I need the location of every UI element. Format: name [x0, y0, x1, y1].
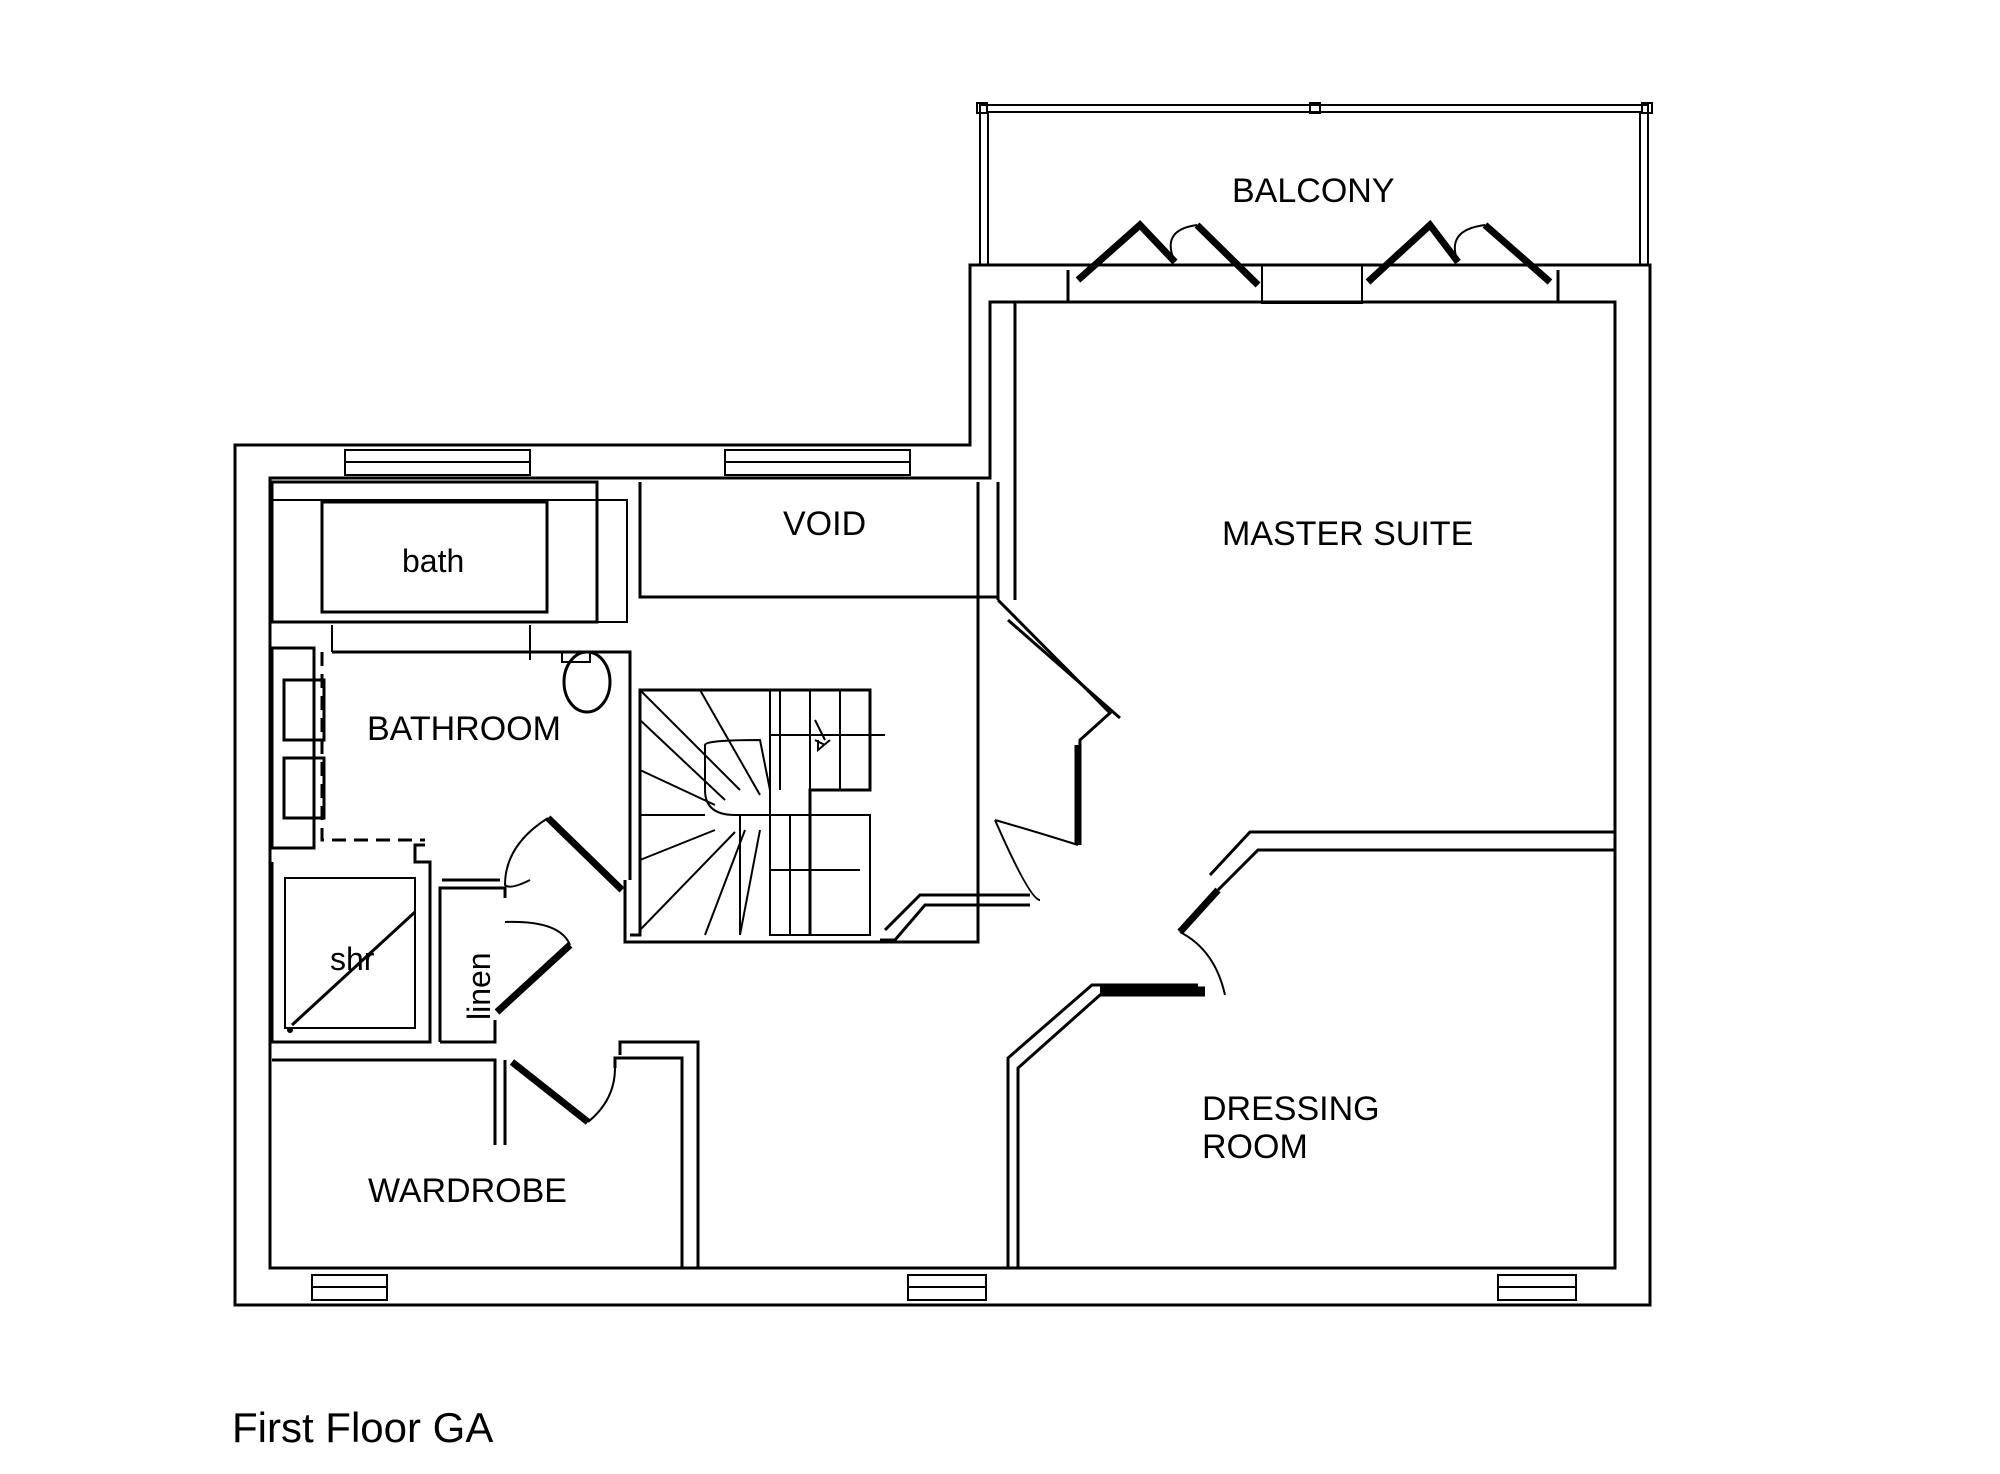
- wardrobe: [272, 1040, 700, 1270]
- window-bottom-wardrobe: [311, 1274, 388, 1301]
- bifold-door-left[interactable]: [1075, 220, 1261, 288]
- vanity: [270, 646, 326, 850]
- balcony-label: BALCONY: [1232, 172, 1395, 210]
- master-suite-label: MASTER SUITE: [1222, 515, 1473, 553]
- bathroom-walls: [331, 482, 980, 944]
- drawing-caption: First Floor GA: [232, 1404, 493, 1451]
- wardrobe-door[interactable]: [509, 1059, 616, 1125]
- master-suite-door[interactable]: [1177, 887, 1226, 996]
- dressing-room-label-line2: ROOM: [1202, 1128, 1308, 1166]
- wardrobe-label: WARDROBE: [368, 1172, 567, 1210]
- shower: [270, 843, 432, 1044]
- void: [638, 482, 1000, 600]
- master-suite: [1013, 270, 1617, 892]
- toilet: [561, 650, 612, 714]
- staircase: [630, 688, 885, 937]
- landing-walls: [880, 598, 1121, 942]
- dressing-room: [1006, 983, 1205, 1268]
- dressing-room-label-line1: DRESSING: [1202, 1090, 1380, 1128]
- linen-cupboard: [438, 878, 507, 1044]
- linen-label: linen: [461, 952, 497, 1020]
- window-top-bath: [344, 449, 531, 476]
- window-bottom-dressing: [1497, 1274, 1577, 1301]
- linen-door[interactable]: [494, 920, 573, 1015]
- shower-label: shr: [330, 941, 375, 977]
- window-top-void: [724, 449, 911, 476]
- window-bottom-hall: [907, 1274, 987, 1301]
- bifold-door-right[interactable]: [1365, 219, 1553, 285]
- bathroom-label: BATHROOM: [367, 710, 561, 748]
- void-label: VOID: [783, 505, 866, 543]
- balcony: [976, 102, 1653, 304]
- bathroom-door[interactable]: [503, 815, 625, 893]
- bath-enclosure: [270, 480, 628, 624]
- landing-door[interactable]: [994, 745, 1082, 901]
- bath-label: bath: [402, 543, 464, 579]
- outer-walls: [233, 263, 1652, 1307]
